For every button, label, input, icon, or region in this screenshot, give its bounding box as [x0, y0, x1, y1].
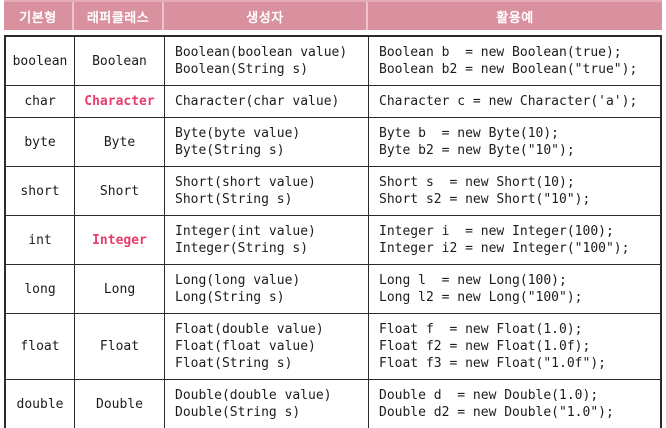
primitive-type-cell: int	[28, 232, 52, 248]
table-row-char: char Character Character(char value) Cha…	[6, 85, 660, 117]
example-cell: Long l = new Long(100); Long l2 = new Lo…	[368, 265, 660, 313]
primitive-type-cell: char	[24, 94, 56, 109]
constructor-cell: Integer(int value) Integer(String s)	[164, 216, 368, 264]
wrapper-class-cell-highlighted: Character	[74, 86, 164, 117]
wrapper-class-cell: Double	[74, 380, 164, 428]
wrapper-class-cell-highlighted: Integer	[74, 216, 164, 264]
primitive-type-cell: byte	[24, 134, 56, 150]
table-row-byte: byte Byte Byte(byte value) Byte(String s…	[6, 117, 660, 166]
header-constructor: 생성자	[162, 2, 366, 30]
example-cell: Float f = new Float(1.0); Float f2 = new…	[368, 314, 660, 379]
wrapper-class-cell: Short	[74, 167, 164, 215]
example-cell: Character c = new Character('a');	[368, 86, 660, 117]
primitive-type-cell: double	[16, 396, 64, 412]
constructor-cell: Boolean(boolean value) Boolean(String s)	[164, 37, 368, 85]
table-row-float: float Float Float(double value) Float(fl…	[6, 313, 660, 379]
example-cell: Integer i = new Integer(100); Integer i2…	[368, 216, 660, 264]
table-row-boolean: boolean Boolean Boolean(boolean value) B…	[6, 37, 660, 85]
table-row-int: int Integer Integer(int value) Integer(S…	[6, 215, 660, 264]
example-cell: Double d = new Double(1.0); Double d2 = …	[368, 380, 660, 428]
primitive-type-cell: float	[20, 339, 60, 354]
wrapper-class-cell: Boolean	[74, 37, 164, 85]
header-wrapper-class: 래퍼클래스	[72, 2, 162, 30]
table-body: boolean Boolean Boolean(boolean value) B…	[4, 35, 662, 428]
header-usage-example: 활용예	[366, 2, 662, 30]
table-row-long: long Long Long(long value) Long(String s…	[6, 264, 660, 313]
primitive-type-cell: long	[24, 281, 56, 297]
constructor-cell: Short(short value) Short(String s)	[164, 167, 368, 215]
example-cell: Byte b = new Byte(10); Byte b2 = new Byt…	[368, 118, 660, 166]
table-row-double: double Double Double(double value) Doubl…	[6, 379, 660, 428]
table-row-short: short Short Short(short value) Short(Str…	[6, 166, 660, 215]
constructor-cell: Double(double value) Double(String s)	[164, 380, 368, 428]
wrapper-class-cell: Long	[74, 265, 164, 313]
constructor-cell: Character(char value)	[164, 86, 368, 117]
example-cell: Short s = new Short(10); Short s2 = new …	[368, 167, 660, 215]
constructor-cell: Byte(byte value) Byte(String s)	[164, 118, 368, 166]
primitive-type-cell: boolean	[12, 53, 68, 69]
constructor-cell: Float(double value) Float(float value) F…	[164, 314, 368, 379]
example-cell: Boolean b = new Boolean(true); Boolean b…	[368, 37, 660, 85]
constructor-cell: Long(long value) Long(String s)	[164, 265, 368, 313]
wrapper-class-cell: Byte	[74, 118, 164, 166]
table-container: 기본형 래퍼클래스 생성자 활용예 boolean Boolean Boolea…	[4, 0, 662, 428]
wrapper-class-cell: Float	[74, 314, 164, 379]
header-primitive-type: 기본형	[19, 9, 57, 25]
primitive-type-cell: short	[20, 183, 60, 199]
table-header-row: 기본형 래퍼클래스 생성자 활용예	[4, 0, 662, 30]
